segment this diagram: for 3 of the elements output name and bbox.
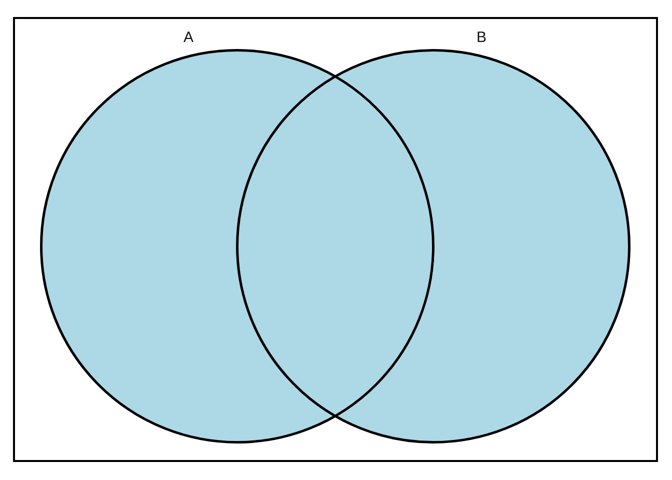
universe-frame bbox=[13, 17, 658, 462]
set-label: A bbox=[184, 28, 194, 46]
set-label: B bbox=[476, 28, 486, 46]
